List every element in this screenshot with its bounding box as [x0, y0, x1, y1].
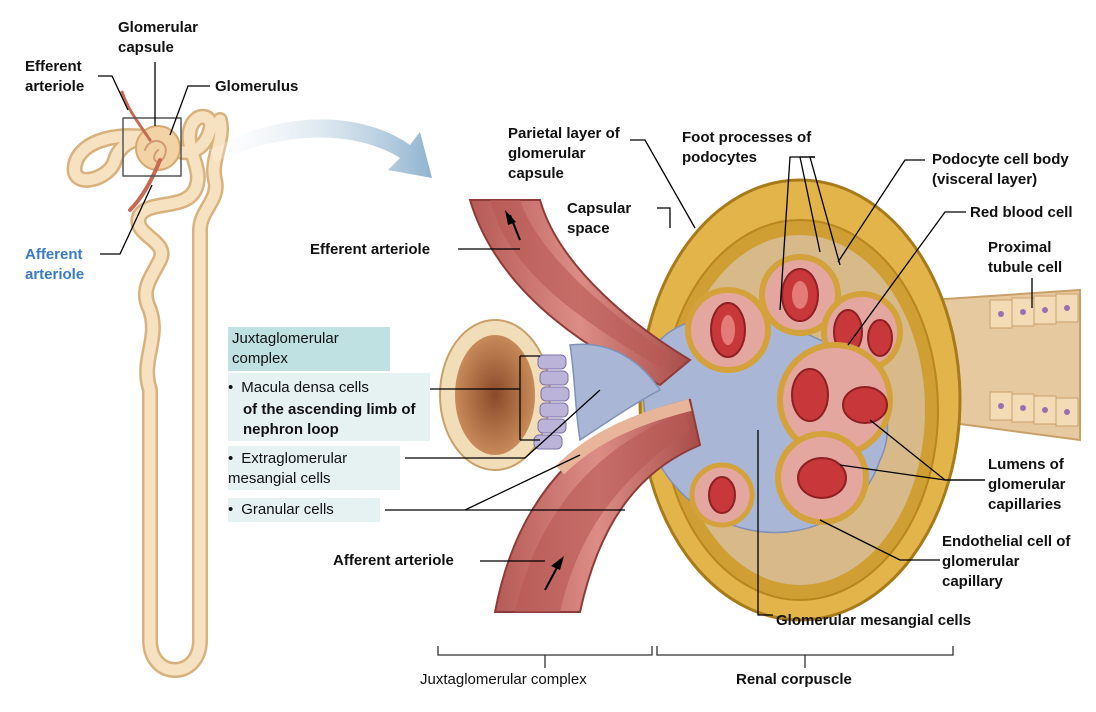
leader-lines	[98, 62, 1033, 616]
bottom-brackets	[437, 646, 954, 668]
afferent-arteriole-label: Afferent arteriole	[333, 552, 454, 569]
jg-complex-box-header	[228, 327, 390, 371]
capsular-space-label: Capsular space	[567, 200, 632, 237]
lumens-label: Lumens of glomerular capillaries	[988, 456, 1066, 513]
main-illustration	[439, 178, 1081, 622]
efferent-arteriole-small-label: Efferent arteriole	[25, 58, 85, 95]
podocyte-cell-body-label: Podocyte cell body (visceral layer)	[932, 151, 1069, 188]
afferent-arteriole-small-label: Afferent arteriole	[25, 246, 85, 283]
small-efferent-arteriole	[120, 90, 152, 142]
small-afferent-arteriole	[128, 158, 162, 212]
macula-densa-label: Macula densa cells	[228, 378, 369, 398]
efferent-arteriole-label: Efferent arteriole	[310, 241, 431, 258]
foot-processes-label: Foot processes of podocytes	[682, 129, 812, 166]
proximal-tubule-cell-label: Proximal tubule cell	[988, 239, 1063, 276]
glomerular-capillaries	[685, 254, 903, 528]
glomerulus-label: Glomerulus	[215, 78, 299, 95]
nephron-overview	[66, 90, 229, 678]
extraglomerular-label: Extraglomerular mesangial cells	[228, 449, 398, 489]
glomerular-capsule-label: Glomerular capsule	[118, 19, 199, 56]
extraglomerular-mesangial-cells	[569, 343, 662, 442]
glomerular-mesangial-label: Glomerular mesangial cells	[776, 612, 972, 629]
macula-densa-cells	[533, 354, 570, 450]
ascending-limb-label: of the ascending limb of nephron loop	[243, 401, 416, 438]
renal-corpuscle-label: Renal corpuscle	[736, 671, 852, 688]
granular-cells-label: Granular cells	[228, 500, 334, 520]
zoom-arrow	[210, 119, 432, 178]
red-blood-cell-label: Red blood cell	[970, 204, 1073, 221]
jg-complex-bracket-label: Juxtaglomerular complex	[420, 671, 587, 688]
zoom-box	[122, 117, 182, 177]
jg-complex-box-title: Juxtaglomerular complex	[232, 330, 339, 367]
endothelial-cell-label: Endothelial cell of glomerular capillary	[942, 533, 1071, 590]
parietal-layer-label: Parietal layer of glomerular capsule	[508, 125, 620, 182]
